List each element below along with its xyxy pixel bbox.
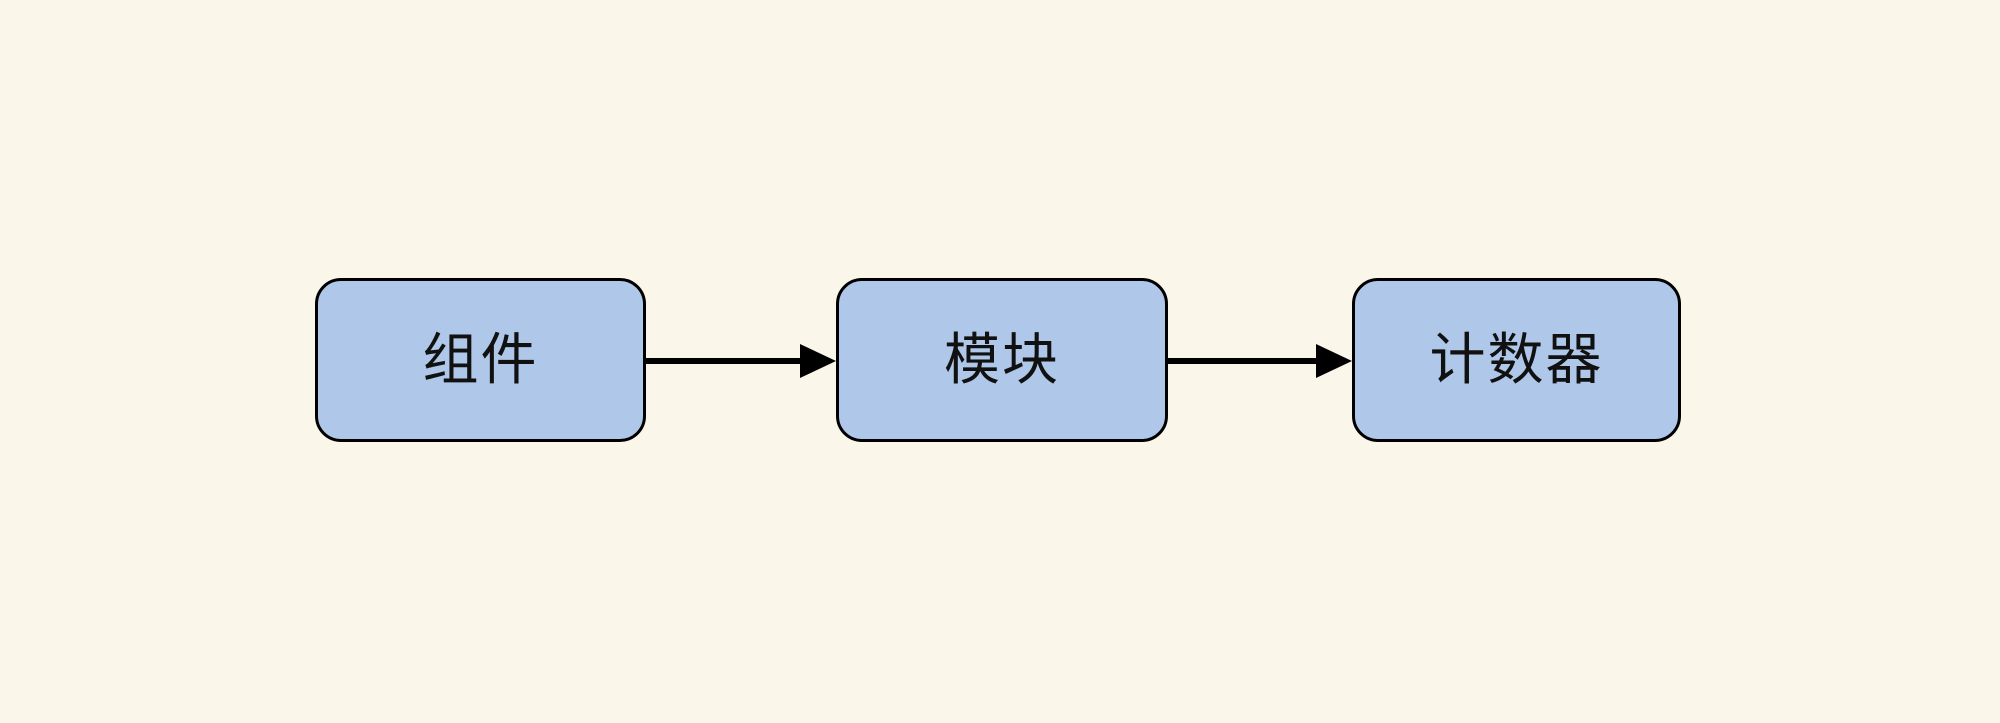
arrow-module-to-counter [1166, 344, 1352, 378]
node-counter-label: 计数器 [1429, 328, 1604, 391]
arrow-component-to-module [646, 344, 836, 378]
node-module: 模块 [836, 278, 1168, 442]
node-component: 组件 [315, 278, 646, 442]
node-counter: 计数器 [1352, 278, 1681, 442]
node-component-label: 组件 [422, 328, 539, 391]
node-module-label: 模块 [944, 328, 1060, 391]
